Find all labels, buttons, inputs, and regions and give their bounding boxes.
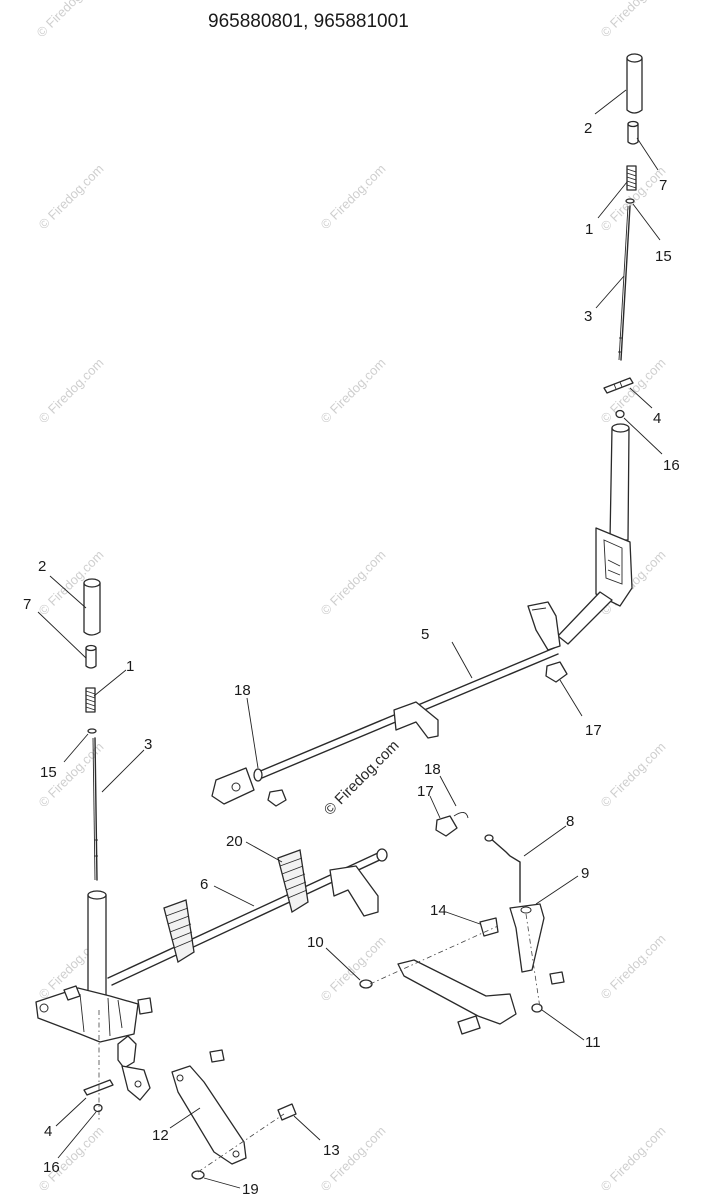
callout-label: 18: [424, 761, 441, 778]
left-lever-assembly: [35, 578, 153, 1120]
callout-label: 6: [200, 876, 208, 893]
rod-right: [620, 205, 631, 361]
nut-right: [615, 409, 625, 419]
nut-11: [531, 1003, 543, 1013]
callout-label: 11: [585, 1034, 601, 1051]
insert-right: [627, 123, 639, 145]
nut-left: [93, 1103, 103, 1113]
clip-18-mid: [453, 812, 469, 819]
base-bracket-left: [35, 987, 139, 1043]
callout-label: 4: [653, 410, 661, 427]
link-12: [171, 1065, 247, 1165]
callout-label: 3: [144, 736, 152, 753]
callout-label: 3: [584, 308, 592, 325]
callout-label: 1: [126, 658, 134, 675]
spring-right: [626, 165, 637, 191]
callout-label: 14: [430, 902, 447, 919]
bolt-13: [277, 1103, 297, 1121]
callout-label: 4: [44, 1123, 52, 1140]
callout-label: 7: [23, 596, 31, 613]
washer-left: [87, 728, 97, 734]
washer-right: [625, 198, 635, 204]
center-bracket: [329, 865, 379, 917]
callout-label: 12: [152, 1127, 169, 1144]
link-plate: [397, 959, 517, 1025]
callout-label: 1: [585, 221, 593, 238]
diagram-title: 965880801, 965881001: [208, 11, 409, 32]
lever-arm-right: [557, 591, 613, 645]
clip-left: [267, 789, 287, 807]
watermark: © Firedog.com: [318, 161, 389, 232]
knob-right: [626, 57, 643, 114]
nut-19: [191, 1170, 205, 1180]
watermark: © Firedog.com: [318, 355, 389, 426]
callout-label: 20: [226, 833, 243, 850]
callout-label: 5: [421, 626, 429, 643]
callout-label: 17: [417, 783, 434, 800]
watermark: © Firedog.com: [36, 161, 107, 232]
callout-label: 9: [581, 865, 589, 882]
watermark: © Firedog.com: [36, 355, 107, 426]
callout-label: 2: [38, 558, 46, 575]
watermark: © Firedog.com: [318, 933, 389, 1004]
bent-rod-8: [489, 837, 521, 903]
callout-labels: 2 7 1 15 3 4 16 5 17 2 7 1 15 3 18 17 18…: [23, 120, 680, 1198]
callout-label: 13: [323, 1142, 340, 1159]
cross-shaft-5: [211, 647, 568, 807]
insert-left: [85, 647, 97, 669]
callout-label: 18: [234, 682, 251, 699]
knob-left-top: [83, 578, 101, 588]
callout-label: 17: [585, 722, 602, 739]
washer-10: [359, 979, 373, 989]
spring-left: [85, 687, 96, 713]
callout-label: 15: [40, 764, 57, 781]
center-watermark: © Firedog.com: [321, 737, 403, 819]
bolt-lower: [457, 1015, 481, 1035]
bushing-17-mid: [435, 815, 458, 837]
elbow-link: [117, 1035, 137, 1069]
callout-label: 2: [584, 120, 592, 137]
insert-right-top: [627, 120, 639, 128]
watermark: © Firedog.com: [34, 0, 105, 40]
insert-left-top: [85, 644, 97, 652]
lower-right-parts: [359, 834, 565, 1035]
watermark: © Firedog.com: [598, 1123, 669, 1194]
watermark: © Firedog.com: [598, 739, 669, 810]
pin-left: [83, 1079, 114, 1096]
cross-shaft-6: [107, 812, 469, 986]
pin-right: [603, 377, 634, 394]
shaft-tube-left-top: [87, 890, 107, 900]
leader-lines: [37, 89, 663, 1189]
shaft-tube-right-top: [611, 423, 630, 433]
right-lever-assembly: [527, 53, 643, 651]
callout-label: 16: [663, 457, 680, 474]
spring-boot-left: [163, 899, 195, 964]
yoke-right: [527, 601, 561, 651]
bracket-right: [595, 527, 633, 607]
bolt-top-12: [209, 1049, 225, 1063]
bushing-14: [479, 917, 499, 937]
callout-label: 19: [242, 1181, 259, 1198]
watermark: © Firedog.com: [318, 547, 389, 618]
shaft-bracket: [393, 701, 439, 739]
shaft-tube-right: [609, 427, 630, 541]
arm-9: [509, 903, 545, 973]
knob-right-top: [626, 53, 643, 63]
knob-left: [83, 582, 101, 636]
bolt-upper: [549, 971, 565, 985]
watermark: © Firedog.com: [598, 0, 669, 40]
lower-left-parts: [171, 1049, 297, 1180]
watermark: © Firedog.com: [598, 931, 669, 1002]
callout-label: 15: [655, 248, 672, 265]
callout-label: 10: [307, 934, 324, 951]
callout-label: 7: [659, 177, 667, 194]
spring-boot-20: [277, 849, 309, 914]
bushing-17-top: [545, 661, 568, 683]
callout-label: 8: [566, 813, 574, 830]
callout-label: 16: [43, 1159, 60, 1176]
